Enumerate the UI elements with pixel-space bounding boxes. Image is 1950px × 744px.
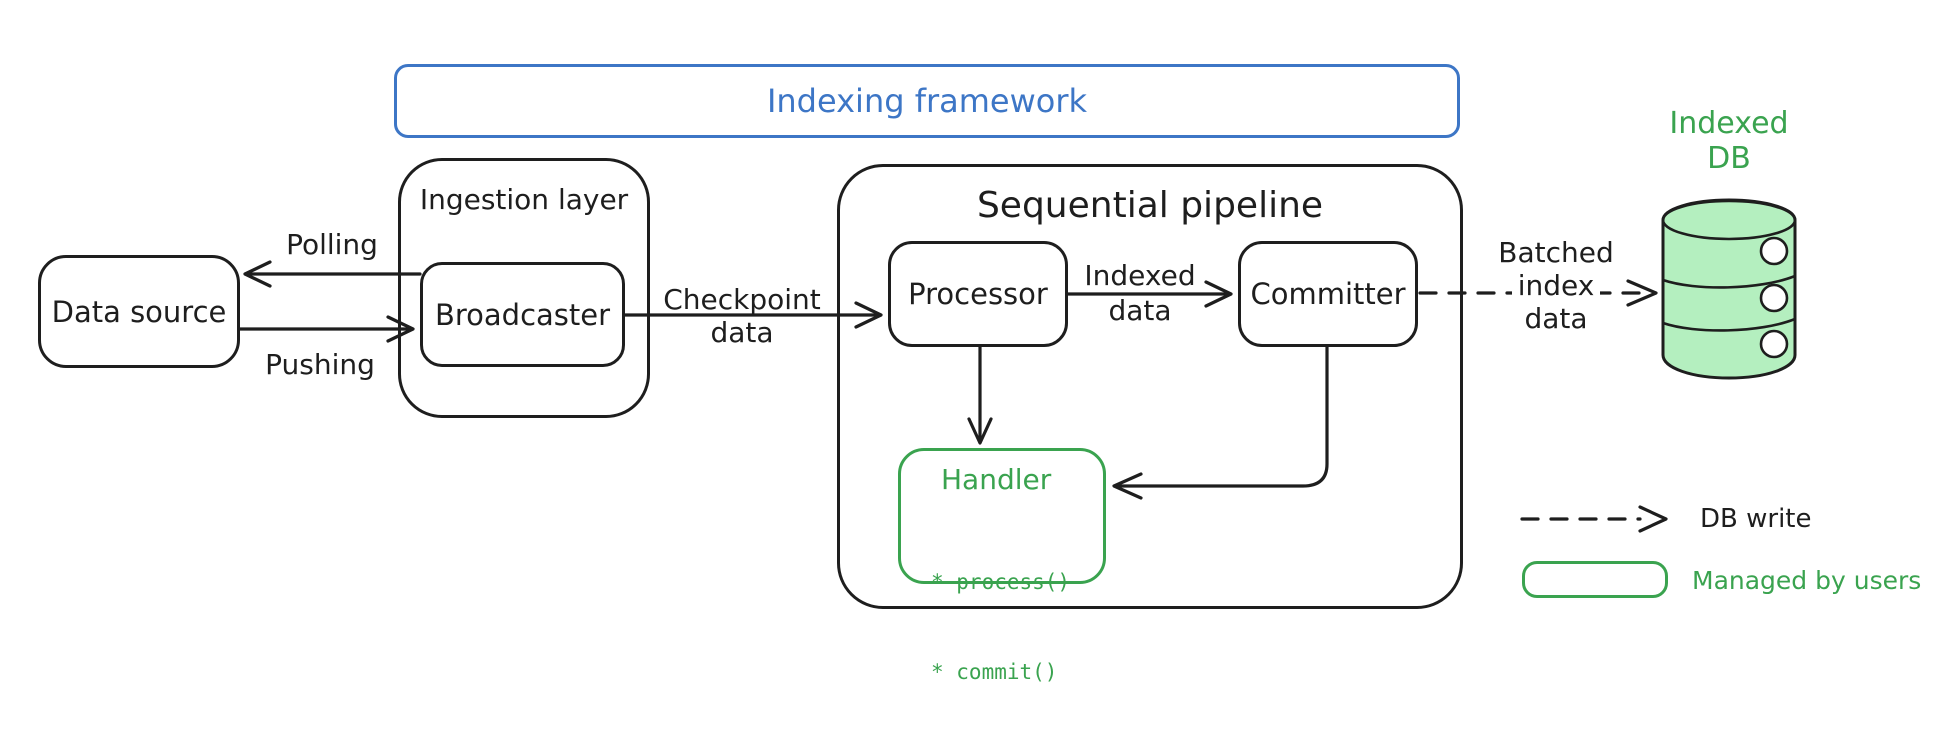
broadcaster-label: Broadcaster (434, 297, 611, 332)
checkpoint-data-label: Checkpoint data (663, 283, 821, 349)
handler-methods: * process() * commit() (931, 507, 1070, 744)
database-icon (1661, 198, 1797, 380)
legend-managed-by-users-label: Managed by users (1692, 566, 1922, 595)
batched-index-data-label: Batched index data (1498, 236, 1614, 335)
handler-method-process: * process() (931, 570, 1071, 594)
pushing-arrow (238, 315, 415, 343)
legend-db-write-arrow (1520, 505, 1668, 533)
handler-node: Handler * process() * commit() (898, 448, 1106, 684)
committer-label: Committer (1250, 277, 1406, 311)
polling-label: Polling (286, 228, 378, 261)
processor-node: Processor (888, 241, 1068, 347)
committer-node: Committer (1238, 241, 1418, 347)
indexing-framework-frame: Indexing framework (394, 64, 1460, 138)
broadcaster-node: Broadcaster (420, 262, 625, 367)
data-source-node: Data source (38, 255, 240, 368)
pushing-label: Pushing (265, 348, 375, 381)
processor-label: Processor (908, 277, 1048, 311)
polling-arrow (243, 260, 422, 288)
data-source-label: Data source (51, 294, 227, 329)
indexed-db-label: Indexed DB (1669, 106, 1789, 176)
ingestion-layer-label: Ingestion layer (419, 183, 629, 216)
legend-managed-by-users-box (1522, 561, 1668, 598)
sequential-pipeline-node: Sequential pipeline (837, 164, 1463, 609)
handler-title: Handler (941, 463, 1052, 496)
ingestion-layer-node: Ingestion layer (398, 158, 650, 418)
handler-method-commit: * commit() (931, 660, 1058, 684)
indexing-framework-title: Indexing framework (766, 82, 1088, 120)
sequential-pipeline-label: Sequential pipeline (976, 185, 1324, 226)
legend-db-write-label: DB write (1700, 504, 1812, 534)
indexed-data-label: Indexed data (1084, 259, 1196, 327)
